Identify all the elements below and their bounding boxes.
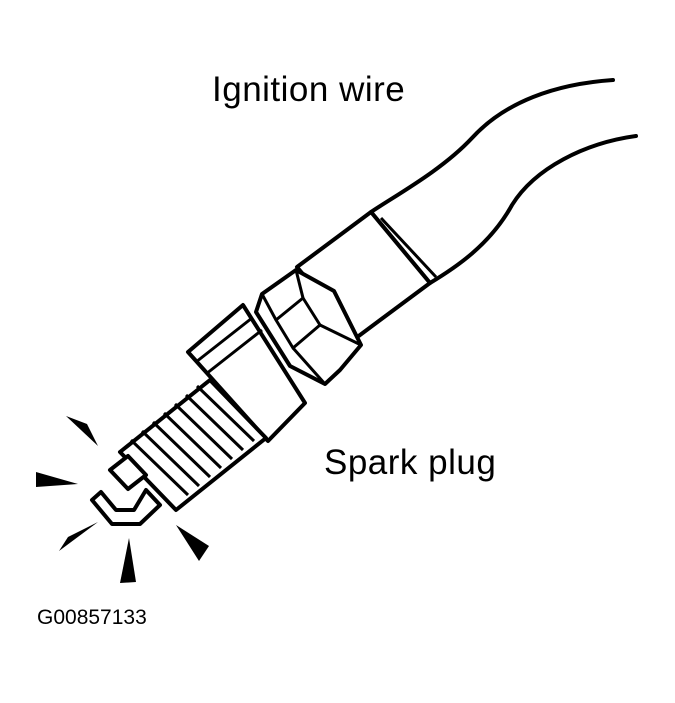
ignition-wire-cable (369, 78, 638, 285)
spark-plug-label: Spark plug (324, 443, 497, 482)
ignition-wire-label: Ignition wire (212, 70, 406, 109)
spark-arrow-top (66, 416, 98, 446)
hex-nut (254, 268, 363, 386)
electrodes (90, 454, 162, 526)
spark-arrow-left (36, 472, 78, 487)
plug-threads (118, 378, 268, 512)
figure-code: G00857133 (37, 606, 147, 629)
spark-arrow-bottom (120, 538, 136, 583)
spark-arrow-lower-left (59, 522, 98, 551)
spark-arrow-right (176, 525, 209, 561)
spark-arrows (36, 416, 209, 583)
